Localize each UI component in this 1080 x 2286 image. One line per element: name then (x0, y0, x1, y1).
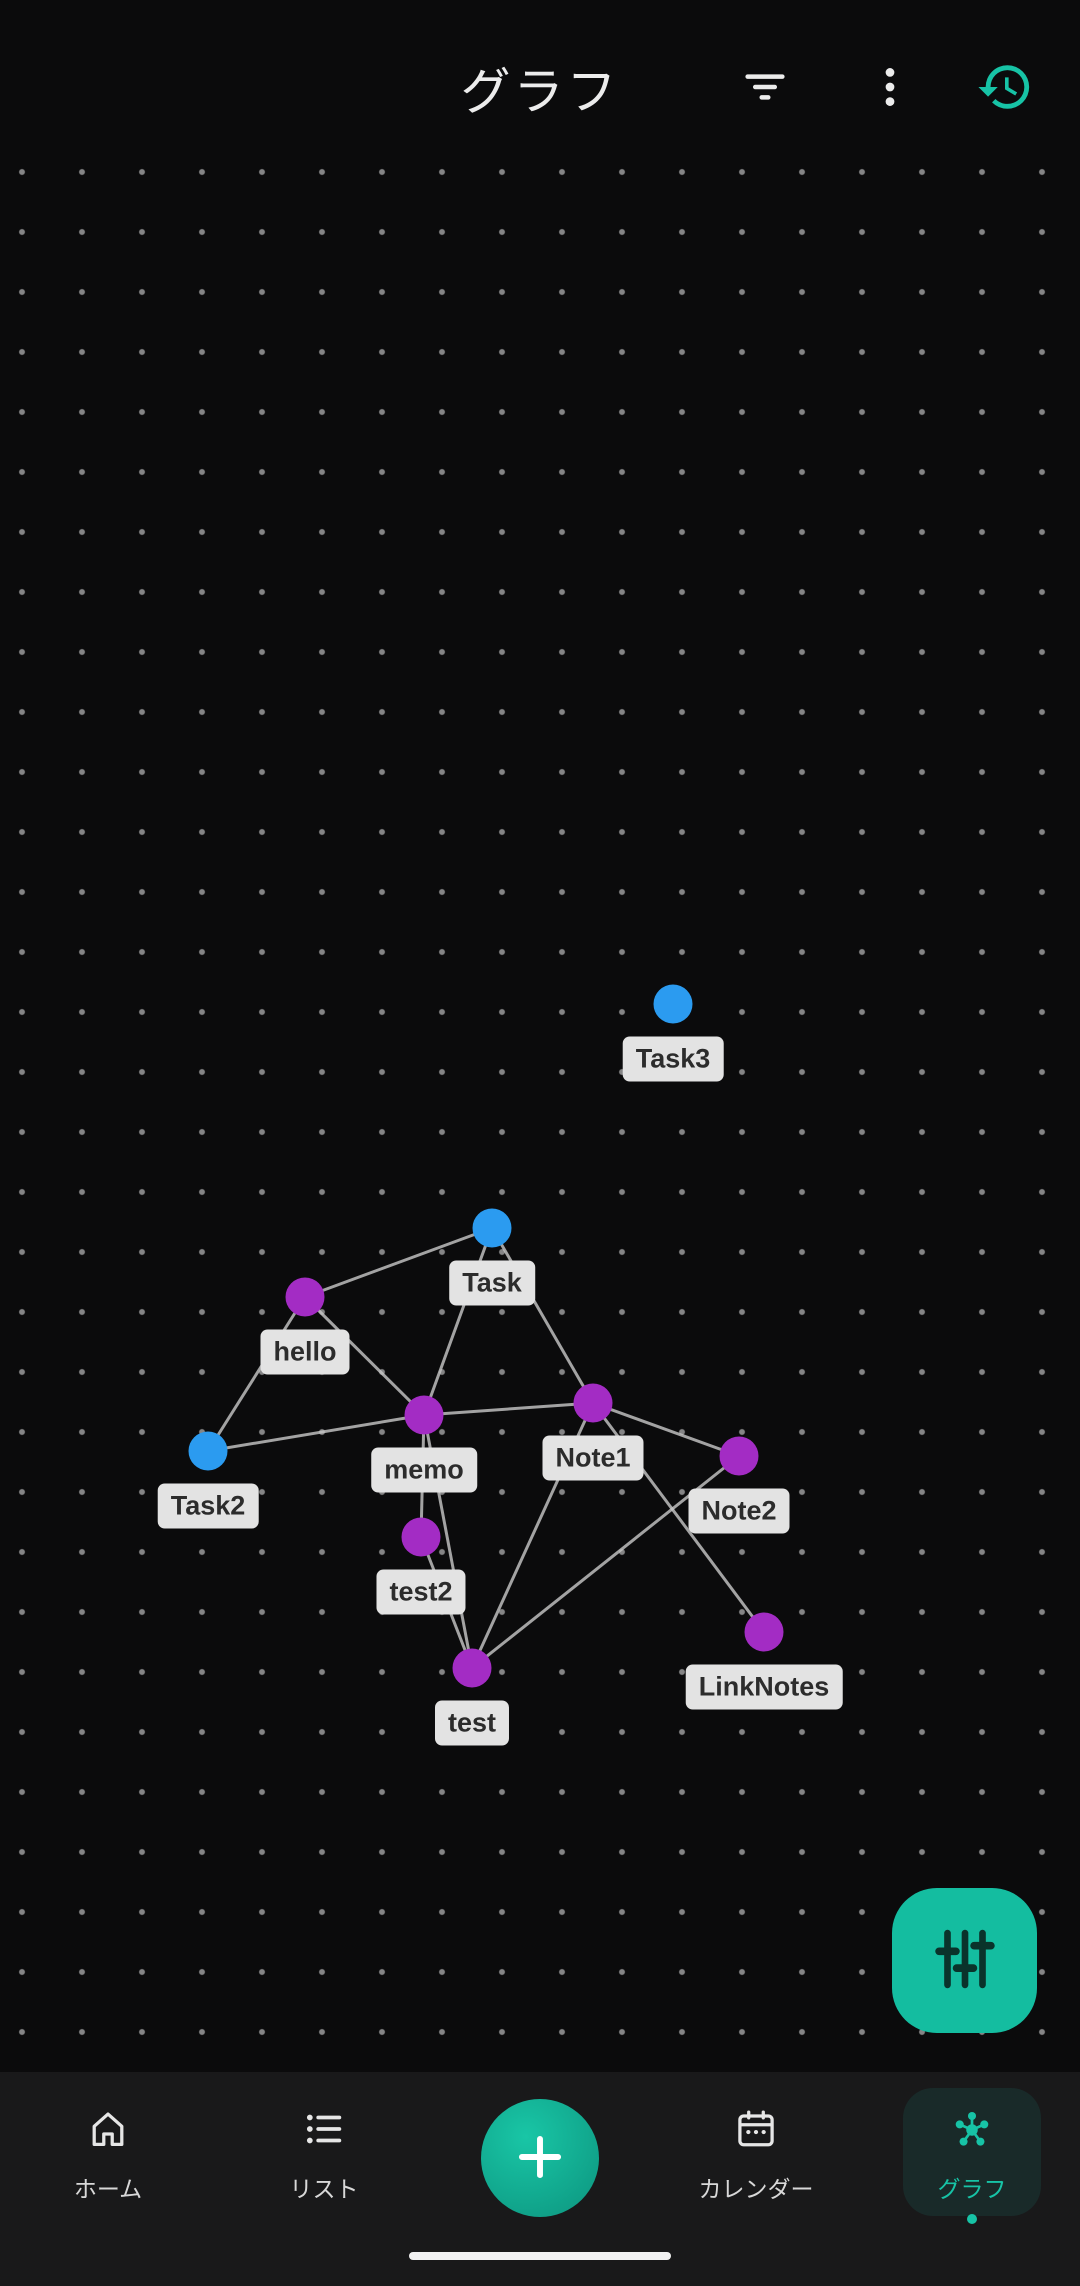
nav-item-list[interactable]: リスト (216, 2072, 432, 2286)
list-icon (301, 2106, 347, 2157)
graph-canvas[interactable] (0, 152, 1080, 2072)
graph-node-label-Note2: Note2 (688, 1488, 790, 1534)
graph-node-label-memo: memo (371, 1447, 477, 1493)
graph-node-label-test: test (434, 1700, 510, 1746)
active-tab-dot (967, 2214, 977, 2224)
graph-hub-icon (949, 2106, 995, 2157)
nav-label-home: ホーム (73, 2176, 143, 2202)
graph-node-test2[interactable] (401, 1517, 441, 1557)
graph-node-label-Note1: Note1 (542, 1435, 644, 1481)
app-bar: グラフ (0, 0, 1080, 152)
nav-label-list: リスト (289, 2176, 359, 2202)
graph-node-label-hello: hello (260, 1329, 350, 1375)
active-tab-pill (903, 2088, 1041, 2216)
plus-icon (509, 2126, 571, 2191)
nav-label-calendar: カレンダー (698, 2176, 814, 2202)
page-title: グラフ (460, 64, 620, 120)
filter-button[interactable] (729, 52, 801, 124)
nav-item-calendar[interactable]: カレンダー (648, 2072, 864, 2286)
kebab-menu-icon (865, 62, 915, 115)
graph-node-label-LinkNotes: LinkNotes (685, 1664, 843, 1710)
filter-icon (739, 61, 791, 116)
graph-node-Task[interactable] (472, 1208, 512, 1248)
graph-node-label-Task3: Task3 (622, 1036, 724, 1082)
nav-item-home[interactable]: ホーム (0, 2072, 216, 2286)
home-indicator-bar[interactable] (409, 2252, 671, 2260)
graph-node-Task2[interactable] (188, 1431, 228, 1471)
graph-node-LinkNotes[interactable] (744, 1612, 784, 1652)
graph-node-label-test2: test2 (376, 1569, 466, 1615)
graph-node-memo[interactable] (404, 1395, 444, 1435)
home-icon (85, 2106, 131, 2157)
tune-sliders-icon (923, 1917, 1007, 2004)
history-button[interactable] (969, 52, 1041, 124)
graph-node-label-Task: Task (449, 1260, 535, 1306)
nav-label-graph: グラフ (937, 2176, 1007, 2202)
graph-node-hello[interactable] (285, 1277, 325, 1317)
overflow-menu-button[interactable] (854, 52, 926, 124)
graph-node-Note2[interactable] (719, 1436, 759, 1476)
graph-node-Note1[interactable] (573, 1383, 613, 1423)
calendar-icon (733, 2106, 779, 2157)
nav-item-graph[interactable]: グラフ (864, 2072, 1080, 2286)
bottom-nav: ホーム リスト カレンダー (0, 2072, 1080, 2286)
graph-node-test[interactable] (452, 1648, 492, 1688)
history-restore-icon (976, 58, 1034, 119)
graph-settings-button[interactable] (892, 1888, 1037, 2033)
add-button[interactable] (481, 2099, 599, 2217)
nav-fab-slot (432, 2072, 648, 2286)
graph-node-Task3[interactable] (653, 984, 693, 1024)
graph-node-label-Task2: Task2 (157, 1483, 259, 1529)
